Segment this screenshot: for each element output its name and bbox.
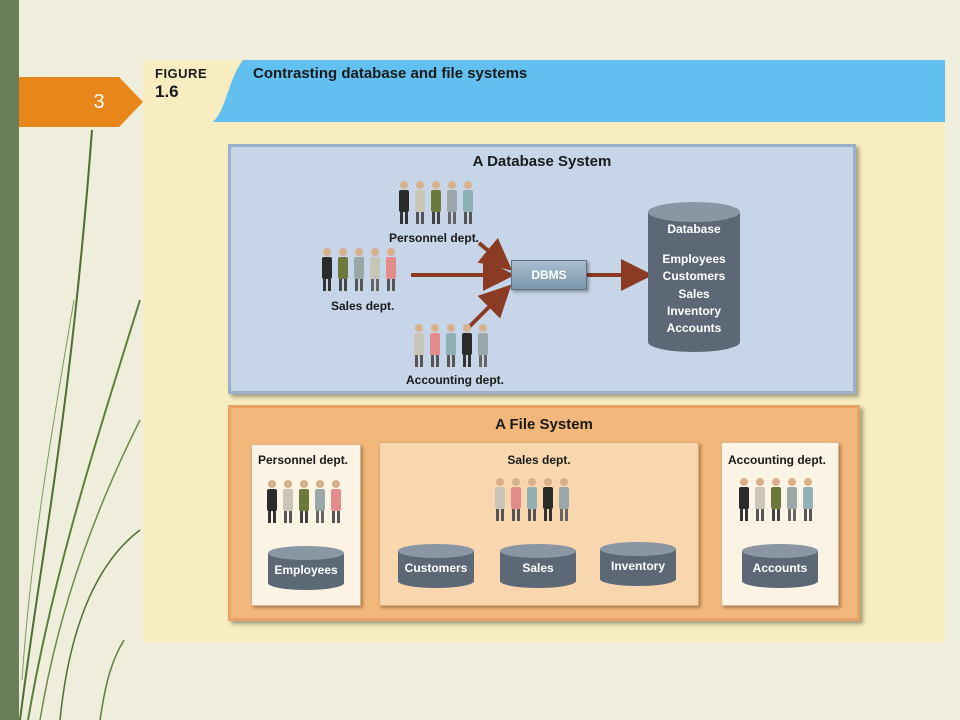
figure-panel: FIGURE 1.6 Contrasting database and file… [143,60,945,642]
file-cylinder-icon [600,542,676,586]
slide-left-bar [0,0,19,720]
personnel-dept-label: Personnel dept. [389,231,480,245]
figure-label: FIGURE [155,66,208,81]
inventory-file-label: Inventory [610,559,665,573]
database-item: Customers [662,269,726,283]
database-title: Database [667,222,721,236]
slide-number: 3 [93,91,105,113]
database-item: Employees [662,252,726,266]
accounts-file: Accounts [740,543,820,589]
personnel-file-box: Personnel dept. Employees [251,444,361,606]
file-system-title: A File System [495,416,593,433]
accounts-file-label: Accounts [752,561,808,575]
database-item: Inventory [666,304,721,318]
file-cylinder-icon [398,544,474,588]
sales-people-icon [322,248,396,291]
database-cylinder-icon [648,202,740,352]
database-cylinder: Database Employees Customers Sales Inven… [646,202,742,354]
database-item: Sales [678,287,710,301]
sales-file-label: Sales [522,561,554,575]
file-cylinder-icon [500,544,576,588]
inventory-file: Inventory [598,541,678,587]
accounting-people-icon [414,324,488,367]
file-cylinder-icon [268,546,344,590]
employees-file: Employees [266,545,346,591]
sales-file-label: Sales dept. [507,453,571,467]
accounting-dept-label: Accounting dept. [406,373,504,387]
database-system-box: A Database System Personnel dept. [228,144,856,394]
sales-dept-label: Sales dept. [331,299,395,313]
accounting-file-label: Accounting dept. [728,453,826,467]
file-cylinder-icon [742,544,818,588]
personnel-people-icon [399,181,473,224]
file-system-box: A File System Personnel dept. Employees … [228,405,860,621]
accounting-file-box: Accounting dept. Accounts [721,442,839,606]
personnel-file-people-icon [267,480,341,523]
customers-file: Customers [396,543,476,589]
sales-file: Sales [498,543,578,589]
sales-file-people-icon [495,478,569,521]
flow-arrows [411,237,653,329]
slide-number-tab [19,77,143,127]
customers-file-label: Customers [404,561,468,575]
grass-decoration [19,129,141,720]
sales-file-box: Sales dept. Customers Sales [379,442,699,606]
database-item: Accounts [666,321,722,335]
accounting-file-people-icon [739,478,813,521]
figure-number: 1.6 [155,82,179,101]
figure-header [143,60,945,122]
figure-label-tab [143,60,243,122]
personnel-file-label: Personnel dept. [258,453,349,467]
database-system-title: A Database System [472,153,612,170]
employees-file-label: Employees [274,563,338,577]
dbms-box: DBMS [511,260,587,290]
figure-title: Contrasting database and file systems [253,65,528,82]
